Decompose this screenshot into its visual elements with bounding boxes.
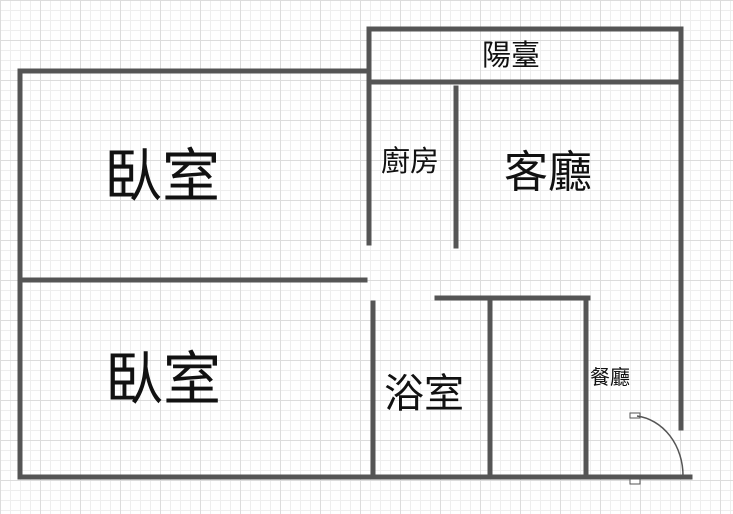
- label-kitchen: 廚房: [381, 144, 440, 178]
- label-balcony: 陽臺: [482, 38, 541, 72]
- door-swing-arc: [636, 415, 684, 477]
- label-bedroom-top: 臥室: [104, 142, 221, 210]
- label-bedroom-bottom: 臥室: [105, 345, 222, 413]
- label-dining-room: 餐廳: [590, 365, 630, 389]
- label-bathroom: 浴室: [384, 371, 464, 417]
- label-living-room: 客廳: [504, 147, 592, 198]
- door-jamb-bottom: [629, 478, 641, 485]
- door-jamb-top: [629, 412, 641, 419]
